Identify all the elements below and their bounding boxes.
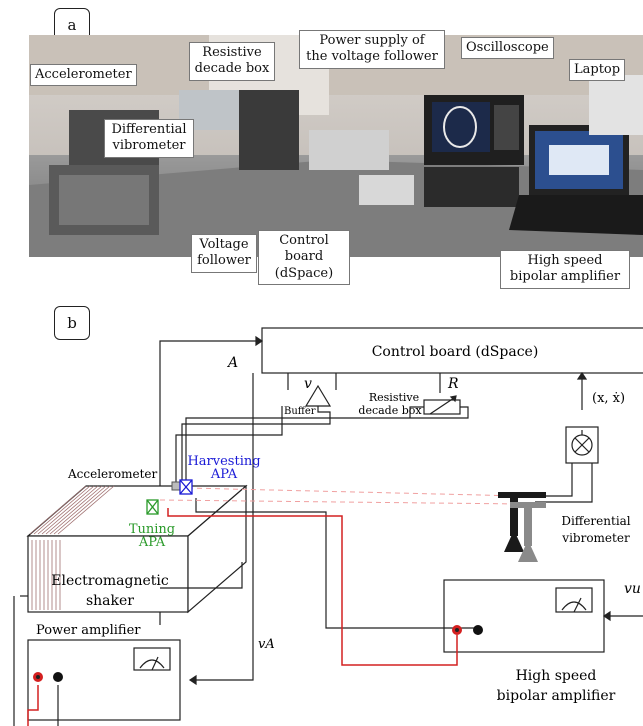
bipolar-amplifier-label-1: High speed bbox=[516, 668, 597, 684]
shaker-label-1: Electromagnetic bbox=[51, 573, 169, 589]
signal-R-label: R bbox=[447, 376, 459, 392]
control-board-box bbox=[261, 327, 643, 374]
signal-x-xdot-label: (x, ẋ) bbox=[592, 391, 625, 406]
shaker-coil bbox=[29, 485, 115, 610]
red-wires bbox=[27, 508, 458, 726]
shaker-label-2: shaker bbox=[86, 593, 134, 609]
signal-A-label: A bbox=[226, 355, 238, 371]
harvesting-apa-label-1: Harvesting bbox=[187, 454, 260, 469]
panel-b-label: b bbox=[54, 306, 90, 340]
signal-v-label: v bbox=[304, 376, 312, 392]
buffer-label: Buffer bbox=[284, 406, 316, 417]
terminals bbox=[33, 625, 483, 682]
callout-oscilloscope: Oscilloscope bbox=[461, 37, 554, 60]
resistive-decade-box bbox=[423, 399, 461, 415]
control-board-label: Control board (dSpace) bbox=[372, 344, 539, 360]
callout-laptop: Laptop bbox=[569, 59, 626, 82]
accelerometer-label: Accelerometer bbox=[67, 467, 158, 481]
vibrometer-label-2: vibrometer bbox=[561, 531, 630, 545]
vibrometer-heads bbox=[498, 492, 546, 562]
tuning-apa-label-2: APA bbox=[138, 535, 166, 550]
laser-beams bbox=[159, 487, 523, 505]
resistive-label-2: decade box bbox=[358, 404, 422, 417]
resistive-label-1: Resistive bbox=[369, 391, 419, 404]
schematic-diagram: Control board (dSpace) A v R (x, ẋ) Buff… bbox=[13, 327, 643, 726]
harvesting-apa bbox=[179, 479, 193, 495]
tuning-apa bbox=[146, 499, 159, 515]
callout-control-board: Control board(dSpace) bbox=[258, 230, 350, 285]
tuning-apa-label-1: Tuning bbox=[129, 522, 175, 537]
shaker-box bbox=[27, 535, 189, 613]
callout-accelerometer: Accelerometer bbox=[30, 64, 137, 87]
signal-vu-label: vu bbox=[624, 581, 641, 597]
bipolar-amplifier-label-2: bipolar amplifier bbox=[497, 688, 616, 704]
power-amplifier-label: Power amplifier bbox=[36, 623, 141, 638]
harvesting-apa-label-2: APA bbox=[210, 467, 238, 482]
signal-vA-label: vA bbox=[258, 637, 275, 652]
vibrometer-label-1: Differential bbox=[561, 514, 630, 528]
